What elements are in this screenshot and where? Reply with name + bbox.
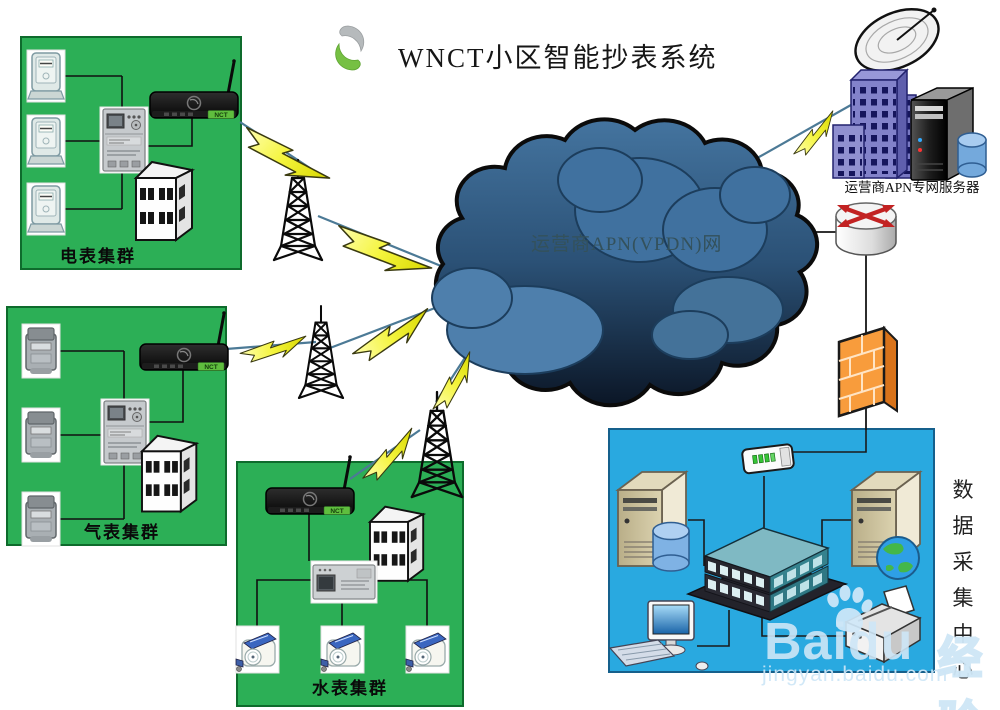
lightning-bolt-water: [356, 427, 425, 487]
electric-concentrator: [99, 106, 149, 174]
gas-gateway: [138, 309, 230, 373]
gas-meter-3: [21, 491, 61, 547]
globe-icon: [876, 536, 920, 580]
carrier-buildings: [832, 68, 917, 180]
dc-database-cylinder: [652, 521, 690, 572]
gas-meter-2: [21, 407, 61, 463]
carrier-server: [910, 86, 974, 182]
apn-cloud-label: 运营商APN(VPDN)网: [531, 234, 723, 255]
lightning-bolt-gas: [238, 335, 309, 364]
water-meter-1: [235, 625, 280, 674]
electric-meter-2: [26, 114, 66, 168]
dc-office-building: [685, 527, 849, 621]
lightning-bolt-tower1-cloud: [330, 212, 433, 294]
printer-icon: [844, 585, 922, 664]
water-cluster-label: 水表集群: [312, 679, 388, 698]
water-meter-3: [405, 625, 450, 674]
data-center-label: 数 据 采 集 中 心: [952, 478, 974, 682]
gas-building: [141, 434, 198, 513]
dc-workstation: [608, 600, 709, 671]
electric-cluster-label: 电表集群: [60, 247, 136, 266]
wnct-leaf-logo-icon: [335, 25, 365, 71]
gas-meter-1: [21, 323, 61, 379]
water-gateway: [264, 453, 356, 517]
radio-tower-3: [410, 390, 464, 499]
carrier-server-label: 运营商APN专网服务器: [844, 180, 980, 195]
electric-meter-3: [26, 182, 66, 236]
gas-cluster-label: 气表集群: [84, 523, 160, 542]
firewall: [837, 325, 898, 418]
electric-meter-1: [26, 49, 66, 103]
dc-modem: [741, 443, 795, 475]
lightning-bolt-electric: [237, 116, 331, 201]
apn-cloud: [431, 117, 820, 408]
water-building: [369, 505, 425, 582]
radio-tower-2: [297, 304, 345, 400]
carrier-database-cylinder: [957, 132, 987, 178]
water-concentrator: [310, 560, 378, 604]
water-meter-2: [320, 625, 365, 674]
electric-building: [135, 161, 193, 241]
page-title: WNCT小区智能抄表系统: [398, 43, 718, 73]
electric-gateway: [148, 57, 240, 121]
core-router: [835, 202, 897, 256]
